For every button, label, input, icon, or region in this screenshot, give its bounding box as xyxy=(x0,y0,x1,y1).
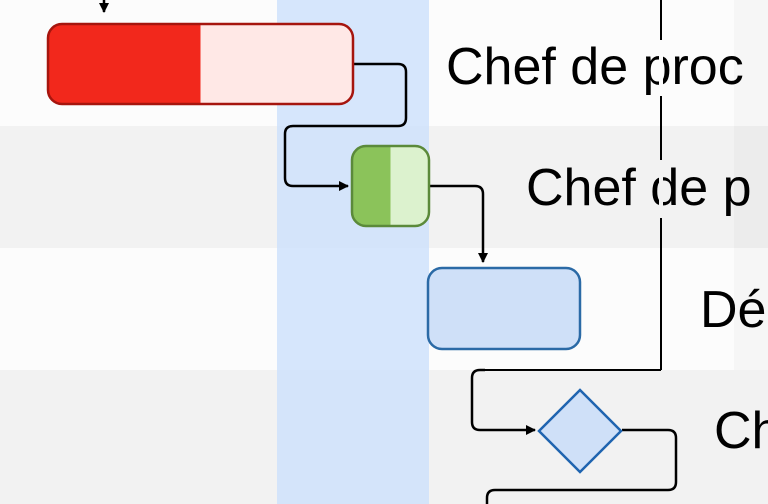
task-bar-1-progress xyxy=(48,24,201,104)
task-label-1: Chef de proc xyxy=(446,38,744,96)
task-bar-1[interactable] xyxy=(46,22,355,106)
dependency-connector-3-4 xyxy=(470,368,536,435)
dependency-connector-4-next xyxy=(485,428,678,504)
right-edge-shade xyxy=(734,0,768,370)
task-bar-2-progress xyxy=(352,146,391,226)
task-bar-2-outline xyxy=(350,144,431,228)
task-label-3: Dé xyxy=(700,281,766,339)
dependency-connector-2-3 xyxy=(430,184,488,263)
task-bar-3[interactable] xyxy=(426,266,582,351)
today-line-label-gap-1 xyxy=(659,40,663,96)
task-bar-2[interactable] xyxy=(350,144,431,228)
dependency-connector-1-2 xyxy=(283,62,408,191)
milestone-diamond[interactable] xyxy=(537,388,623,474)
task-bar-1-outline xyxy=(46,22,355,106)
task-label-2: Chef de p xyxy=(526,159,752,217)
task-label-4: Ch xyxy=(714,402,768,460)
today-line-label-gap-2 xyxy=(659,160,663,218)
